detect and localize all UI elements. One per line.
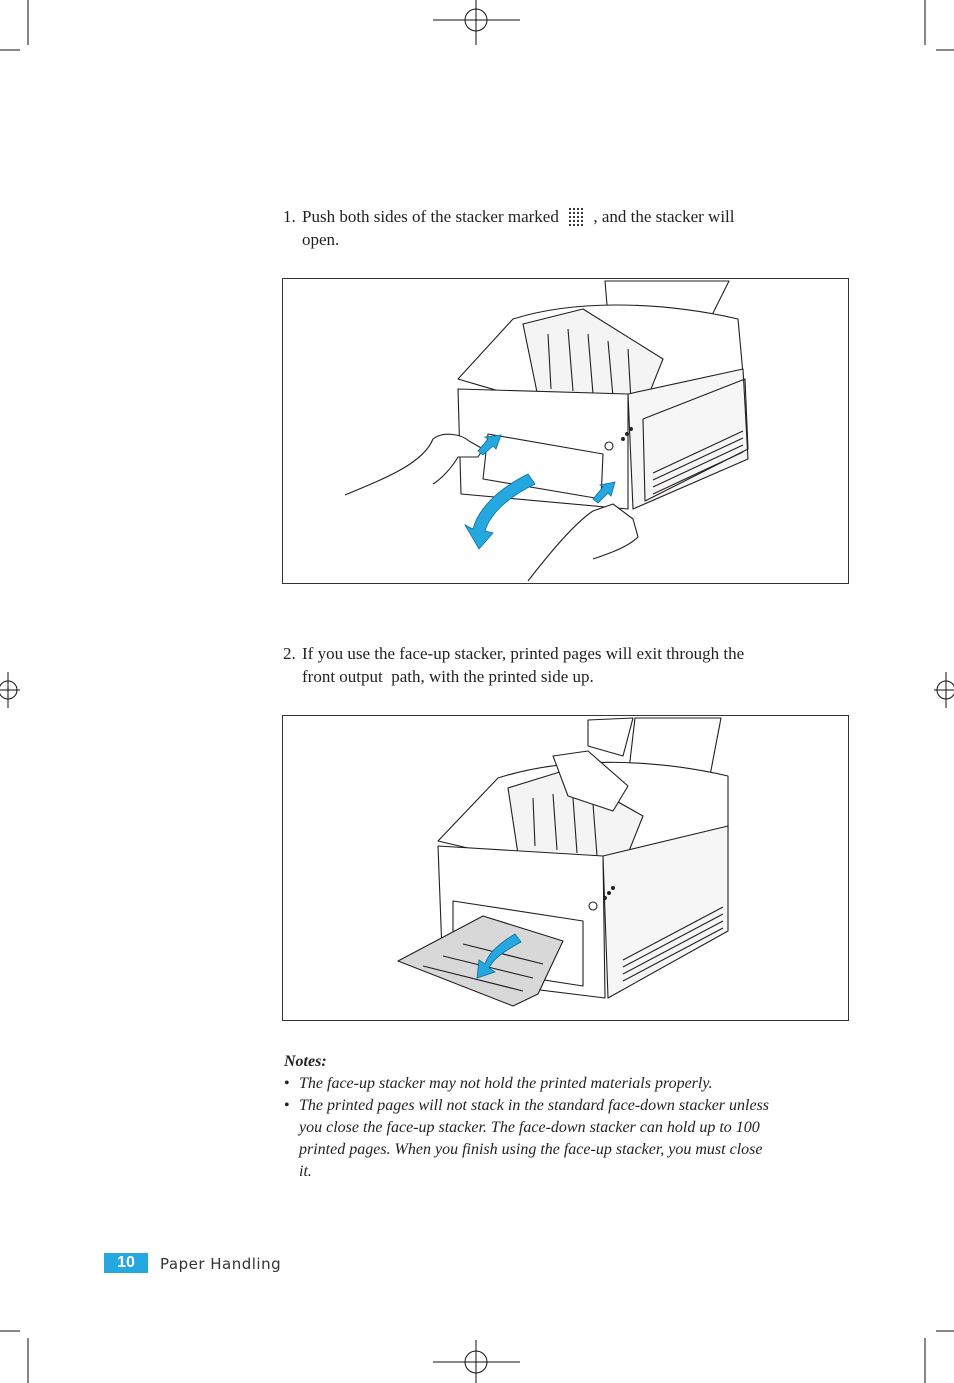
- step-1-text-line2: open.: [302, 230, 340, 249]
- notes-item-line: The printed pages will not stack in the …: [299, 1097, 770, 1114]
- step-1-number: 1.: [283, 207, 296, 226]
- figure-open-stacker: [282, 278, 849, 584]
- step-2-text-line1: If you use the face-up stacker, printed …: [302, 644, 745, 663]
- section-title: Paper Handling: [160, 1255, 282, 1273]
- step-2: 2. If you use the face-up stacker, print…: [283, 642, 843, 692]
- notes-item-line: printed pages. When you finish using the…: [299, 1141, 763, 1158]
- dot-grid-icon: [568, 207, 584, 227]
- notes-section: Notes: • The face-up stacker may not hol…: [284, 1051, 844, 1183]
- notes-item: • The face-up stacker may not hold the p…: [284, 1073, 844, 1095]
- notes-item-line: you close the face-up stacker. The face-…: [299, 1119, 760, 1136]
- bullet-icon: •: [284, 1097, 290, 1114]
- printer-illustration-2: [397, 717, 729, 1007]
- notes-item-line: it.: [299, 1163, 312, 1180]
- step-1-text: Push both sides of the stacker marked: [302, 207, 559, 226]
- bullet-icon: •: [284, 1075, 290, 1092]
- printer-illustration-1: [344, 280, 749, 582]
- step-1: 1. Push both sides of the stacker marked…: [283, 205, 843, 255]
- notes-item-line: The face-up stacker may not hold the pri…: [299, 1075, 713, 1092]
- notes-heading: Notes:: [284, 1053, 327, 1070]
- step-1-text-after: , and the stacker will: [593, 207, 735, 226]
- figure-face-up-output: [282, 715, 849, 1021]
- step-2-number: 2.: [283, 644, 296, 663]
- notes-item: • The printed pages will not stack in th…: [284, 1095, 844, 1183]
- page-number: 10: [104, 1253, 148, 1273]
- step-2-text-line2: front output path, with the printed side…: [302, 667, 594, 686]
